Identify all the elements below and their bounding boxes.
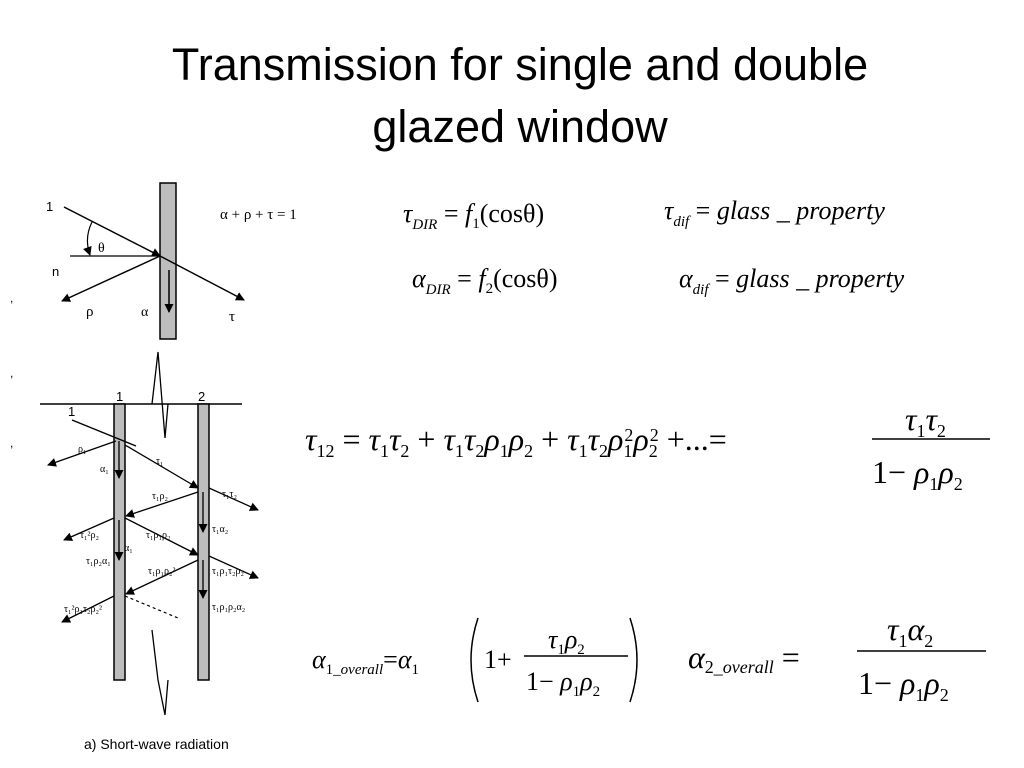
tau-label: τ — [229, 309, 235, 325]
break-symbol-bottom — [151, 629, 169, 716]
label-tau1rho1rho2: τ₁ρ₁ρ₂ — [146, 530, 170, 541]
margin-mark: , — [10, 291, 13, 305]
reflected-ray-3 — [124, 517, 199, 556]
label-alpha1: α₁ — [100, 464, 109, 475]
pane-1-label: 1 — [116, 389, 123, 404]
double-pane-diagram: 1 2 1 ρ₁ α₁ τ₁ τ₁ρ₂ τ₁τ₂ τ₁α₂ τ₁²ρ₂ τ₁ρ₁… — [40, 351, 259, 752]
normal-label: n — [52, 264, 59, 279]
title-line-1: Transmission for single and double — [171, 39, 869, 90]
rho-label: ρ — [86, 304, 94, 320]
label-tau1sq-rho2: τ₁²ρ₂ — [80, 530, 99, 541]
label-alpha1-b: α₁ — [124, 543, 133, 554]
svg-text:1− ρ1ρ2: 1− ρ1ρ2 — [872, 454, 963, 494]
transmitted-ray-2 — [208, 487, 259, 511]
label-tau1rho1rho2sq: τ₁ρ₁ρ₂² — [148, 566, 175, 577]
svg-text:1− ρ1ρ2: 1− ρ1ρ2 — [858, 665, 949, 705]
transmitted-ray — [159, 255, 245, 301]
label-tau1rho2: τ₁ρ₂ — [152, 491, 168, 502]
margin-mark: , — [10, 436, 13, 450]
svg-text:α2_overall =: α2_overall = — [688, 639, 800, 677]
svg-text:τ1α2: τ1α2 — [887, 611, 933, 651]
svg-text:τ12 = τ1τ2 + τ1τ2ρ1ρ2 + τ1τ2ρ1: τ12 = τ1τ2 + τ1τ2ρ1ρ2 + τ1τ2ρ12ρ22 +...= — [305, 421, 727, 461]
svg-text:1− ρ1ρ2: 1− ρ1ρ2 — [526, 667, 600, 700]
tau-dir-equation: τDIR = f1(cosθ) — [403, 199, 544, 233]
tau-dif-equation: τdif = glass _ property — [664, 196, 885, 230]
single-pane-diagram: 1 n θ ρ α τ α + ρ + τ = 1 — [46, 182, 297, 340]
incident-ray — [63, 206, 161, 257]
tau12-equation: τ12 = τ1τ2 + τ1τ2ρ1ρ2 + τ1τ2ρ12ρ22 +...=… — [305, 401, 990, 494]
reflected-ray — [61, 255, 161, 302]
label-rho1: ρ₁ — [78, 444, 86, 455]
alpha-dir-equation: αDIR = f2(cosθ) — [412, 264, 558, 298]
glass-pane-2 — [197, 403, 210, 681]
incident-ray — [71, 419, 137, 447]
pane-2-label: 2 — [198, 389, 205, 404]
margin-mark: , — [10, 366, 13, 380]
exit-ray-left-2 — [61, 595, 115, 623]
reflected-ray-2 — [125, 491, 199, 518]
exit-ray-left-1 — [63, 517, 115, 541]
alpha1-overall-equation: α1_overall=α1 1+ τ1ρ2 1− ρ1ρ2 — [312, 617, 638, 703]
label-tau1rho1rho2alpha2: τ₁ρ₁ρ₂α₂ — [212, 602, 245, 613]
svg-text:1+: 1+ — [484, 645, 512, 674]
ray-label-1: 1 — [46, 199, 53, 214]
alpha-label: α — [141, 305, 149, 320]
svg-text:τ1τ2: τ1τ2 — [905, 401, 946, 441]
direct-diffuse-equations: τDIR = f1(cosθ) τdif = glass _ property … — [403, 196, 905, 298]
diagram-caption: a) Short-wave radiation — [84, 736, 229, 752]
label-tau1alpha2: τ₁α₂ — [212, 524, 228, 535]
alpha-dif-equation: αdif = glass _ property — [679, 264, 905, 298]
angle-arc — [83, 221, 93, 256]
label-tau1rho2alpha1: τ₁ρ₂α₁ — [86, 556, 111, 567]
svg-text:α1_overall=α1: α1_overall=α1 — [312, 645, 419, 678]
theta-label: θ — [98, 241, 105, 256]
continued-ray — [124, 595, 179, 619]
reflected-ray-1 — [47, 440, 117, 467]
svg-text:τ1ρ2: τ1ρ2 — [548, 625, 585, 658]
label-tau1sq-rho1-tau2-rho2sq: τ₁²ρ₁τ₂ρ₂² — [64, 604, 102, 615]
break-symbol-top — [151, 351, 169, 439]
label-tau1rho1tau2rho2: τ₁ρ₁τ₂ρ₂ — [212, 566, 244, 577]
transmitted-ray-3 — [208, 555, 259, 579]
label-tau1: τ₁ — [156, 456, 164, 467]
label-tau1tau2: τ₁τ₂ — [222, 489, 237, 500]
ray-label-1: 1 — [68, 404, 75, 419]
title-line-2: glazed window — [372, 101, 668, 152]
reflected-ray-4 — [125, 559, 199, 595]
energy-balance-equation: α + ρ + τ = 1 — [220, 207, 297, 223]
slide-title: Transmission for single and double glaze… — [60, 34, 980, 158]
transmitted-ray-1 — [124, 444, 199, 489]
alpha2-overall-equation: α2_overall = τ1α2 1− ρ1ρ2 — [688, 611, 986, 705]
